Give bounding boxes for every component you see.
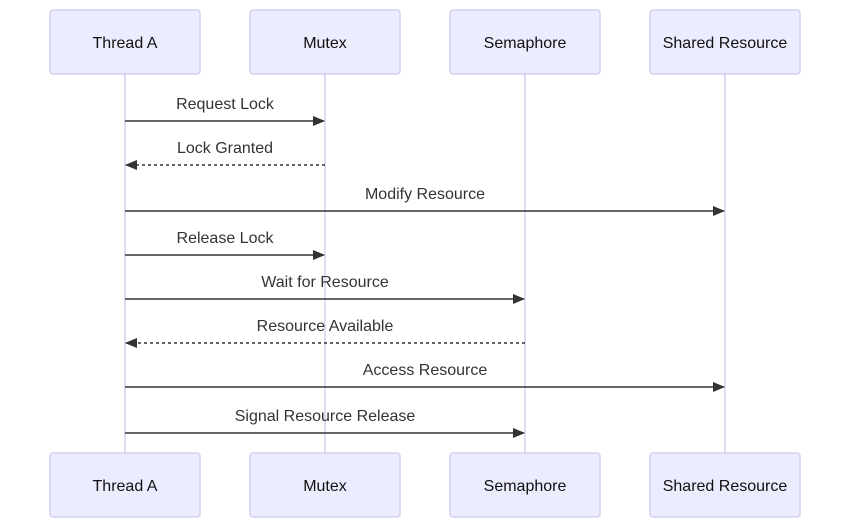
message-label: Resource Available — [257, 318, 394, 335]
actor-label: Shared Resource — [663, 35, 788, 52]
actor-label: Mutex — [303, 35, 347, 52]
actor-box — [649, 452, 801, 518]
message-label: Release Lock — [177, 230, 275, 247]
message-label: Wait for Resource — [261, 274, 389, 291]
actors-top: Thread A Mutex Semaphore Shared Resource — [49, 9, 801, 75]
message-8: Signal Resource Release — [125, 408, 525, 438]
message-7: Access Resource — [125, 362, 725, 392]
actor-sem-bottom: Semaphore — [449, 452, 601, 518]
actor-box — [49, 452, 201, 518]
message-label: Modify Resource — [365, 186, 485, 203]
message-2: Lock Granted — [125, 140, 325, 170]
message-3: Modify Resource — [125, 186, 725, 216]
actor-box — [449, 452, 601, 518]
actor-thread-bottom: Thread A — [49, 452, 201, 518]
actor-sem-top: Semaphore — [449, 9, 601, 75]
message-label: Lock Granted — [177, 140, 273, 157]
actor-label: Shared Resource — [663, 478, 788, 495]
message-5: Wait for Resource — [125, 274, 525, 304]
actor-mutex-top: Mutex — [249, 9, 401, 75]
actors-bottom: Thread A Mutex Semaphore Shared Resource — [49, 452, 801, 518]
actor-box — [649, 9, 801, 75]
actor-label: Semaphore — [484, 35, 567, 52]
message-label: Request Lock — [176, 96, 275, 113]
actor-mutex-bottom: Mutex — [249, 452, 401, 518]
actor-box — [249, 452, 401, 518]
message-label: Access Resource — [363, 362, 488, 379]
message-4: Release Lock — [125, 230, 325, 260]
actor-thread-top: Thread A — [49, 9, 201, 75]
message-label: Signal Resource Release — [235, 408, 416, 425]
actor-label: Thread A — [93, 478, 158, 495]
actor-box — [49, 9, 201, 75]
actor-res-top: Shared Resource — [649, 9, 801, 75]
actor-label: Thread A — [93, 35, 158, 52]
message-6: Resource Available — [125, 318, 525, 348]
actor-res-bottom: Shared Resource — [649, 452, 801, 518]
message-1: Request Lock — [125, 96, 325, 126]
actor-label: Semaphore — [484, 478, 567, 495]
actor-box — [449, 9, 601, 75]
lifelines — [124, 74, 726, 453]
actor-box — [249, 9, 401, 75]
actor-label: Mutex — [303, 478, 347, 495]
